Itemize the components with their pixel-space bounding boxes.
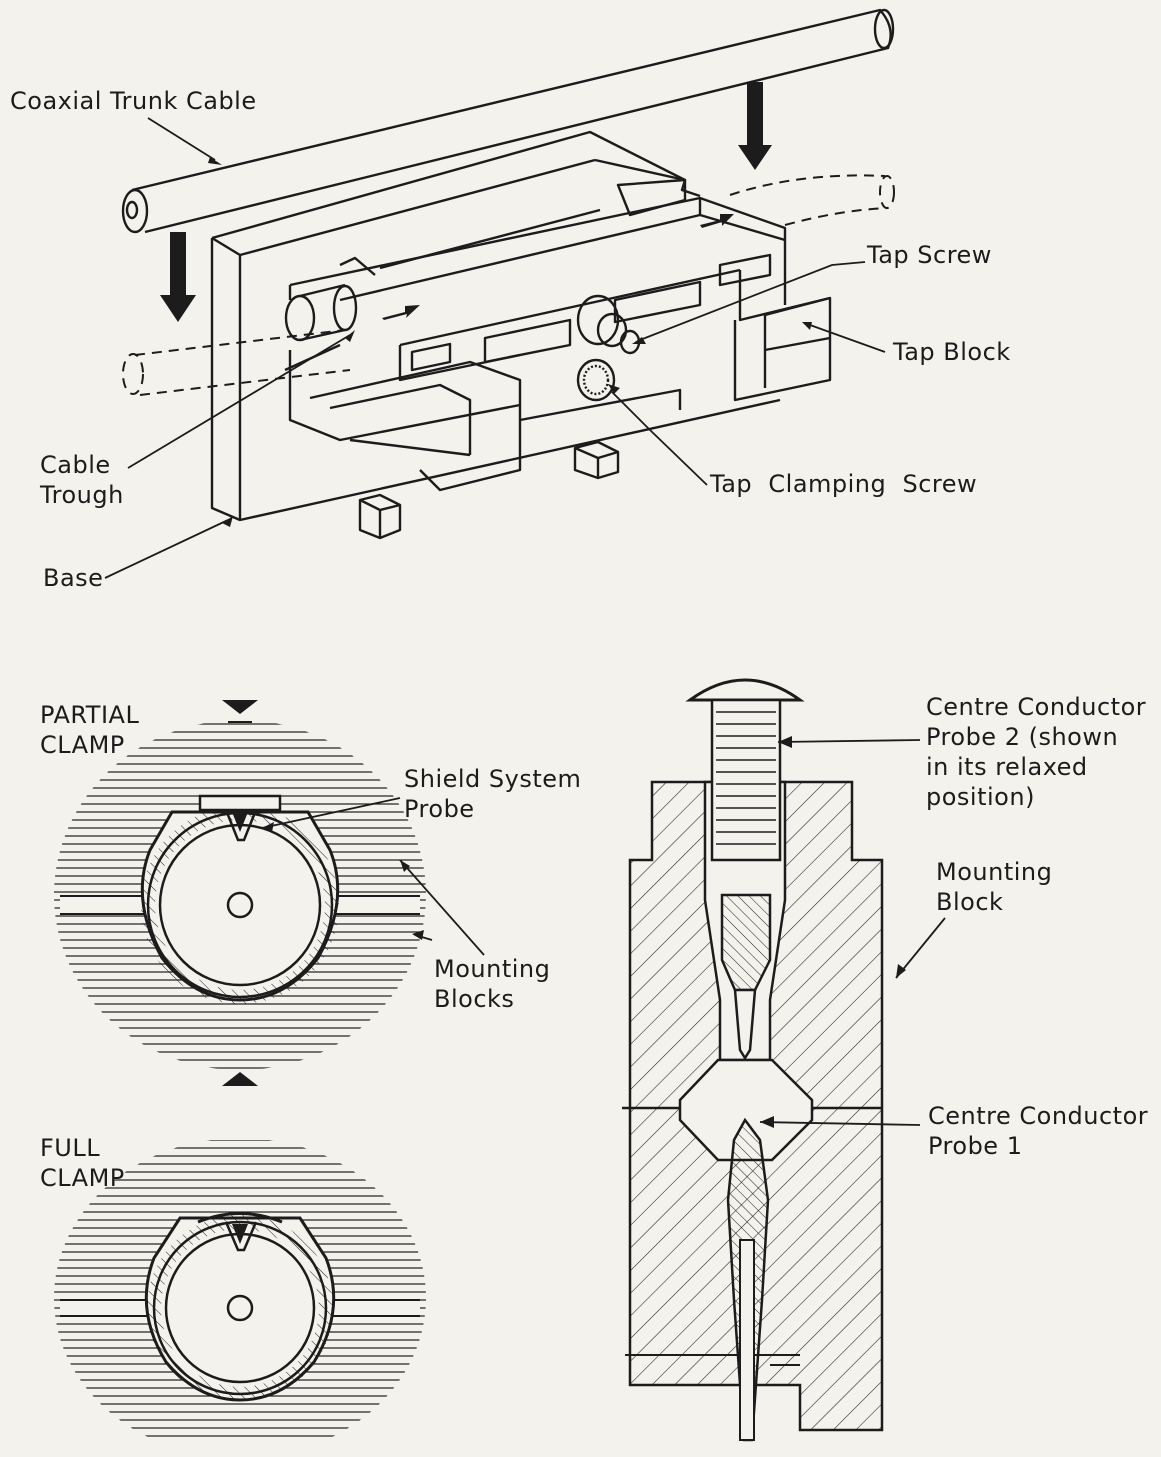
base-shape: [210, 130, 781, 522]
label-cable-trough: Cable Trough: [40, 451, 124, 509]
label-full-clamp: FULL CLAMP: [40, 1134, 125, 1192]
label-centre-conductor-probe-2: Centre Conductor Probe 2 (shown in its r…: [926, 693, 1147, 811]
full-clamp-drawing: [54, 1072, 426, 1440]
insertion-arrows: [160, 82, 772, 322]
down-arrow-left-icon: [160, 232, 196, 322]
label-shield-system-probe: Shield System Probe: [404, 765, 582, 823]
slide-arrow-front-icon: [382, 305, 420, 320]
coaxial-trunk-cable-shape: [121, 8, 895, 234]
label-tap-screw: Tap Screw: [867, 241, 992, 269]
tap-clamping-screw-shape: [576, 358, 616, 402]
slide-arrow-back-icon: [700, 214, 734, 228]
label-tap-clamping-screw: Tap Clamping Screw: [710, 470, 978, 498]
tap-screw-shape: [576, 294, 641, 355]
label-mounting-block: Mounting Block: [936, 858, 1053, 916]
partial-clamp-drawing: [54, 700, 426, 1070]
label-mounting-blocks: Mounting Blocks: [434, 955, 551, 1013]
label-centre-conductor-probe-1: Centre Conductor Probe 1: [928, 1102, 1149, 1160]
label-coaxial-trunk-cable: Coaxial Trunk Cable: [10, 87, 257, 115]
leader-lines-top: [104, 117, 886, 579]
base-feet: [358, 440, 620, 540]
section-view-drawing: [622, 678, 884, 1442]
tap-block-shape: [284, 196, 832, 492]
press-down-arrow-icon: [222, 700, 258, 714]
label-partial-clamp: PARTIAL CLAMP: [40, 701, 140, 759]
label-tap-block: Tap Block: [893, 338, 1011, 366]
down-arrow-right-icon: [738, 82, 772, 170]
press-up-arrow-icon: [222, 1072, 258, 1086]
tap-assembly-drawing: [121, 8, 895, 540]
label-base: Base: [43, 564, 104, 592]
